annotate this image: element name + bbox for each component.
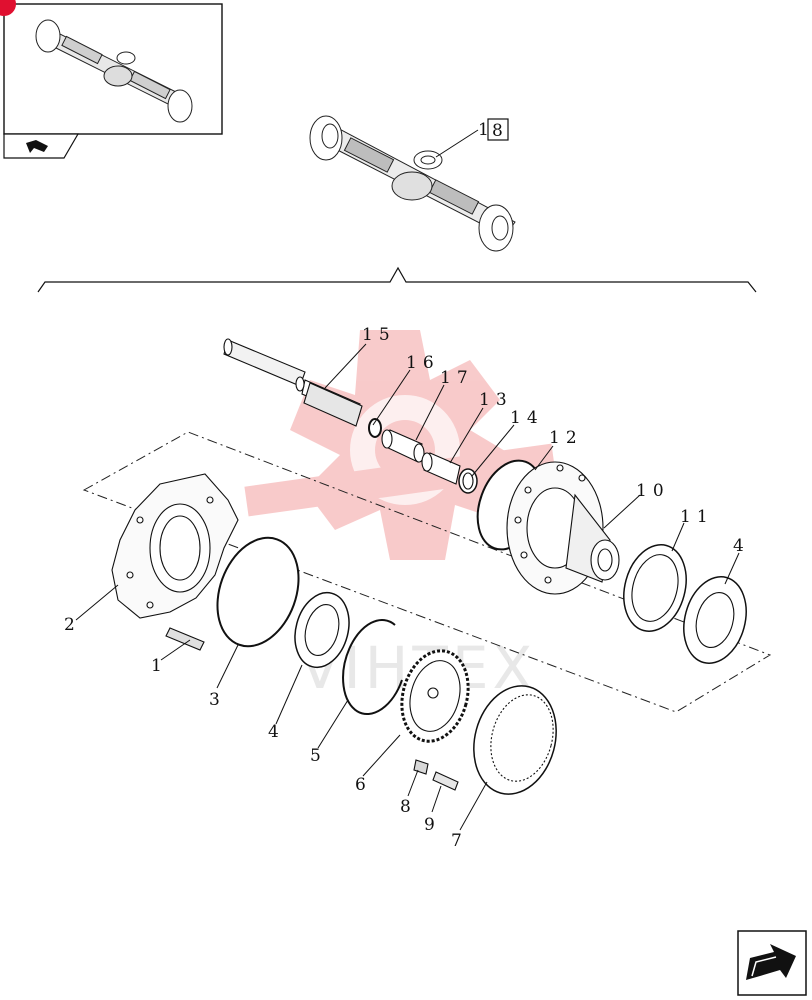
part-10-hub[interactable] xyxy=(506,461,620,595)
callout-5: 5 xyxy=(310,746,327,766)
part-2-housing[interactable] xyxy=(111,473,239,619)
part-8-plug[interactable] xyxy=(413,759,429,775)
callout-13: 13 xyxy=(479,390,513,410)
reference-number: 8 xyxy=(492,121,503,141)
corner-marker xyxy=(0,0,16,16)
part-4-bearing-right[interactable] xyxy=(675,570,756,671)
callout-7: 7 xyxy=(451,831,468,851)
callout-15: 15 xyxy=(362,325,396,345)
callout-10: 10 xyxy=(636,481,670,501)
callout-4-right: 4 xyxy=(733,536,750,556)
callout-2: 2 xyxy=(64,615,81,635)
part-4-bearing-left[interactable] xyxy=(287,587,357,674)
callout-3: 3 xyxy=(209,690,226,710)
callout-8: 8 xyxy=(400,797,417,817)
callout-12: 12 xyxy=(549,428,583,448)
part-9-bolt[interactable] xyxy=(432,771,459,791)
callout-16: 16 xyxy=(406,353,440,373)
axle-assembly-image xyxy=(309,115,516,252)
part-6-gear[interactable] xyxy=(392,643,478,748)
arrow-back-icon[interactable] xyxy=(26,140,48,153)
grouping-brace xyxy=(37,266,757,293)
part-7-ring-gear[interactable] xyxy=(462,677,568,804)
callout-labels: 15 16 17 13 14 12 10 11 4 2 1 3 4 5 6 8 … xyxy=(64,325,750,851)
reference-box[interactable]: 8 xyxy=(487,118,509,141)
arrow-next-page-icon[interactable] xyxy=(737,930,807,996)
thumbnail-axle-image xyxy=(35,19,193,123)
thumbnail-panel[interactable] xyxy=(0,0,223,159)
part-11-seal[interactable] xyxy=(615,538,696,639)
callout-1: 1 xyxy=(151,656,168,676)
callout-11: 11 xyxy=(680,507,714,527)
part-1-pin[interactable] xyxy=(165,627,205,651)
callout-4-left: 4 xyxy=(268,722,285,742)
reference-prefix: 1 xyxy=(478,120,489,140)
leader-lines xyxy=(75,343,740,831)
part-3-o-ring[interactable] xyxy=(203,526,313,657)
part-16-snap-ring[interactable] xyxy=(368,418,382,438)
part-5-circlip[interactable] xyxy=(342,619,403,716)
assembly-dashed-outline xyxy=(82,431,772,713)
callout-9: 9 xyxy=(424,815,441,835)
part-17-bushing[interactable] xyxy=(381,429,425,463)
part-13-sleeve[interactable] xyxy=(421,452,461,485)
callout-6: 6 xyxy=(355,775,372,795)
callout-14: 14 xyxy=(510,408,544,428)
callout-17: 17 xyxy=(440,368,474,388)
part-15-shaft[interactable] xyxy=(223,338,363,427)
